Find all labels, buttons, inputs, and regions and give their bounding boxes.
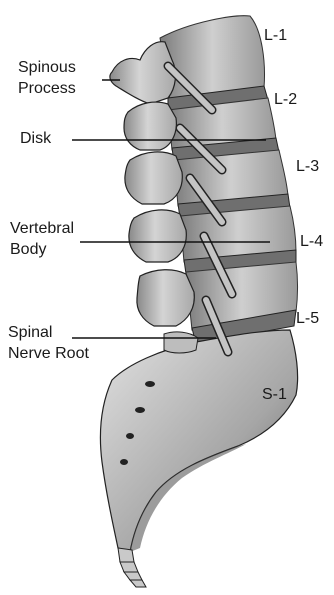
label-vertebral-body: Vertebral Body <box>10 218 74 260</box>
label-vertebral-body-line1: Vertebral <box>10 218 74 239</box>
level-label-l3: L-3 <box>296 157 319 177</box>
label-spinal-nerve-root: Spinal Nerve Root <box>8 322 89 364</box>
l1-spinous-process <box>110 42 176 104</box>
level-label-l2: L-2 <box>274 90 297 110</box>
label-spinous-process: Spinous Process <box>18 57 76 99</box>
s1-articular-process <box>164 332 198 353</box>
sacral-foramen-2 <box>135 407 145 413</box>
l2-spinous-process <box>124 102 176 150</box>
label-spinous-process-line2: Process <box>18 78 76 99</box>
vertebra-l1-body <box>160 16 264 100</box>
sacral-foramen-4 <box>120 459 128 465</box>
sacral-foramen-3 <box>126 433 134 439</box>
l4-spinous-process <box>129 210 186 262</box>
sacral-foramen-1 <box>145 381 155 387</box>
level-label-s1: S-1 <box>262 385 287 405</box>
label-spinal-nerve-root-line2: Nerve Root <box>8 343 89 364</box>
sacrum-body <box>100 330 297 552</box>
label-disk: Disk <box>20 128 51 149</box>
coccyx <box>118 548 146 587</box>
label-spinous-process-line1: Spinous <box>18 57 76 78</box>
label-vertebral-body-line2: Body <box>10 239 74 260</box>
l3-spinous-process <box>125 152 182 204</box>
level-label-l4: L-4 <box>300 232 323 252</box>
level-label-l5: L-5 <box>296 309 319 329</box>
l5-spinous-process <box>137 270 194 326</box>
sacrum <box>100 330 297 552</box>
level-label-l1: L-1 <box>264 26 287 46</box>
label-spinal-nerve-root-line1: Spinal <box>8 322 89 343</box>
